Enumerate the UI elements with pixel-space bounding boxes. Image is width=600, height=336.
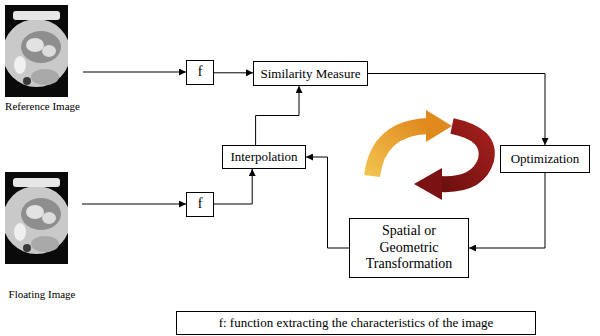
box-label: f: [198, 196, 203, 213]
flow-arrow: [82, 204, 186, 205]
flow-arrow: [83, 72, 186, 73]
orange-cycle-arrow: [372, 126, 428, 176]
box-label: f: [198, 64, 203, 81]
box-label: Interpolation: [230, 149, 297, 165]
note-box: f: function extracting the characteristi…: [176, 311, 536, 335]
flow-arrow: [256, 86, 299, 145]
cycle-arrows: [372, 110, 487, 200]
flow-arrow: [214, 169, 252, 204]
flow-arrow: [469, 173, 545, 248]
reference-image-picture: [3, 5, 71, 97]
red-cycle-arrow: [440, 126, 487, 184]
box-label: f: function extracting the characteristi…: [219, 315, 494, 331]
process-box: Interpolation: [222, 145, 306, 169]
flow-arrow: [368, 74, 545, 146]
orange-arrowhead: [426, 110, 452, 142]
reference-image: Reference Image: [2, 2, 83, 114]
box-label: Optimization: [511, 151, 580, 167]
feature-box: f: [186, 60, 214, 85]
red-arrowhead: [414, 168, 442, 200]
process-box: Spatial or Geometric Transformation: [349, 218, 469, 278]
floating-image-picture: [3, 172, 71, 264]
image-caption: Floating Image: [9, 288, 76, 301]
box-label: Spatial or Geometric Transformation: [355, 223, 463, 273]
flow-arrow: [306, 157, 349, 248]
process-box: Optimization: [500, 145, 590, 173]
process-box: Similarity Measure: [253, 61, 368, 86]
flow-arrow: [214, 72, 253, 73]
feature-box: f: [186, 192, 214, 217]
floating-image: Floating Image: [2, 170, 82, 302]
image-caption: Reference Image: [5, 100, 80, 113]
box-label: Similarity Measure: [260, 66, 360, 82]
